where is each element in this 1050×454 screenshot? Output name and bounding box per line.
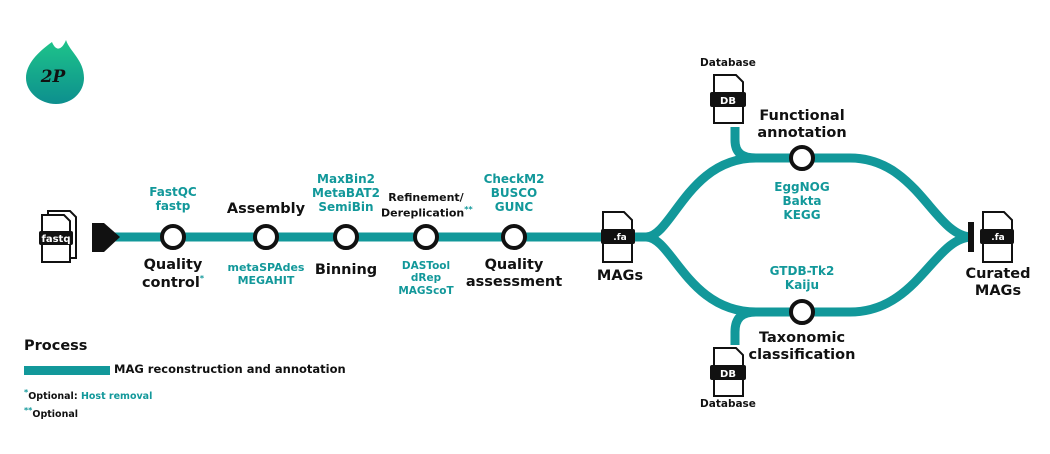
legend-swatch <box>24 366 110 375</box>
quality-tool: BUSCO <box>490 186 538 201</box>
functional-label-line2: annotation <box>757 125 847 142</box>
qc-tools: FastQC fastp <box>143 185 203 213</box>
functional-node <box>789 145 815 171</box>
assembly-tool: metaSPAdes <box>227 261 305 274</box>
binning-tool: MetaBAT2 <box>312 186 380 201</box>
main-track <box>112 127 973 345</box>
qc-label-text: control <box>141 274 200 291</box>
curated-label-line2: MAGs <box>974 283 1022 300</box>
assembly-node <box>253 224 279 250</box>
quality-label-line1: Quality <box>484 257 544 273</box>
qc-label: Quality control* <box>128 257 218 292</box>
qc-optional-mark: * <box>199 274 205 284</box>
legend-note-optional: **Optional <box>24 406 78 420</box>
refine-label-line1: Refinement/ <box>388 191 464 204</box>
fastq-file-icon: fastq <box>39 210 77 263</box>
legend-title: Process <box>24 338 88 354</box>
taxonomic-tool: GTDB-Tk2 <box>769 264 835 278</box>
qc-label-line2: control* <box>128 274 218 292</box>
note2-text: Optional <box>32 409 79 421</box>
database-top-tag: DB <box>720 96 736 107</box>
functional-tools: EggNOG Bakta KEGG <box>767 180 837 222</box>
binning-tool: SemiBin <box>318 200 374 215</box>
assembly-tools: metaSPAdes MEGAHIT <box>221 261 311 288</box>
refine-label-text: Dereplication <box>381 206 465 220</box>
taxonomic-tools: GTDB-Tk2 Kaiju <box>762 264 842 292</box>
qc-tool: FastQC <box>149 185 197 199</box>
note1-value: Host removal <box>80 391 153 403</box>
binning-node <box>333 224 359 250</box>
logo: 2P <box>26 40 84 104</box>
taxonomic-db-label: Database <box>700 398 756 410</box>
taxonomic-label-line2: classification <box>748 347 856 364</box>
refine-node <box>413 224 439 250</box>
database-bottom-tag: DB <box>720 369 736 380</box>
functional-label-line1: Functional <box>759 108 845 124</box>
functional-db-label: Database <box>700 57 756 69</box>
quality-label-line2: assessment <box>465 274 563 291</box>
refine-tool: DASTool <box>401 260 451 272</box>
legend-item: MAG reconstruction and annotation <box>114 362 346 376</box>
quality-node <box>501 224 527 250</box>
fastq-file-label: fastq <box>42 234 71 245</box>
step-nodes <box>160 145 815 325</box>
refine-label-line2: Dereplication** <box>381 204 473 221</box>
end-bar <box>968 222 974 252</box>
database-icon-bottom: DB <box>710 347 746 397</box>
refine-tools: DASTool dRep MAGScoT <box>386 260 466 297</box>
functional-tool: EggNOG <box>774 180 830 194</box>
taxonomic-node <box>789 299 815 325</box>
mags-file-icon: .fa <box>601 211 635 263</box>
curated-file-label: .fa <box>991 233 1004 243</box>
curated-file-icon: .fa <box>980 211 1014 263</box>
assembly-tool: MEGAHIT <box>237 273 295 287</box>
taxonomic-label-line1: Taxonomic <box>758 330 846 346</box>
refine-tool: dRep <box>410 272 442 285</box>
refine-tool: MAGScoT <box>398 284 454 297</box>
database-icon-top: DB <box>710 74 746 124</box>
functional-tool: KEGG <box>783 208 821 223</box>
qc-node <box>160 224 186 250</box>
quality-tool: GUNC <box>494 200 534 215</box>
note1-prefix: Optional: <box>28 391 78 403</box>
mags-label: MAGs <box>596 268 644 284</box>
curated-label: Curated MAGs <box>965 266 1031 300</box>
svg-text:2P: 2P <box>40 67 67 87</box>
taxonomic-tool: Kaiju <box>784 278 820 293</box>
start-arrow <box>92 223 120 252</box>
quality-tool: CheckM2 <box>483 172 545 186</box>
qc-tool: fastp <box>155 199 191 214</box>
functional-tool: Bakta <box>782 194 822 209</box>
binning-tools: MaxBin2 MetaBAT2 SemiBin <box>306 172 386 214</box>
note2-star: ** <box>24 406 33 415</box>
curated-label-line1: Curated <box>965 266 1031 282</box>
binning-tool: MaxBin2 <box>317 172 375 186</box>
note1-star: * <box>24 388 29 397</box>
binning-label: Binning <box>314 262 378 278</box>
quality-tools: CheckM2 BUSCO GUNC <box>474 172 554 214</box>
functional-label: Functional annotation <box>752 108 852 142</box>
legend-note-host: *Optional: Host removal <box>24 388 152 402</box>
qc-label-line1: Quality <box>143 257 203 273</box>
refine-label: Refinement/ Dereplication** <box>381 191 473 221</box>
assembly-label: Assembly <box>226 201 306 217</box>
taxonomic-label: Taxonomic classification <box>746 330 858 364</box>
mags-file-label: .fa <box>613 233 626 243</box>
refine-optional-mark: ** <box>464 204 473 214</box>
quality-label: Quality assessment <box>464 257 564 291</box>
